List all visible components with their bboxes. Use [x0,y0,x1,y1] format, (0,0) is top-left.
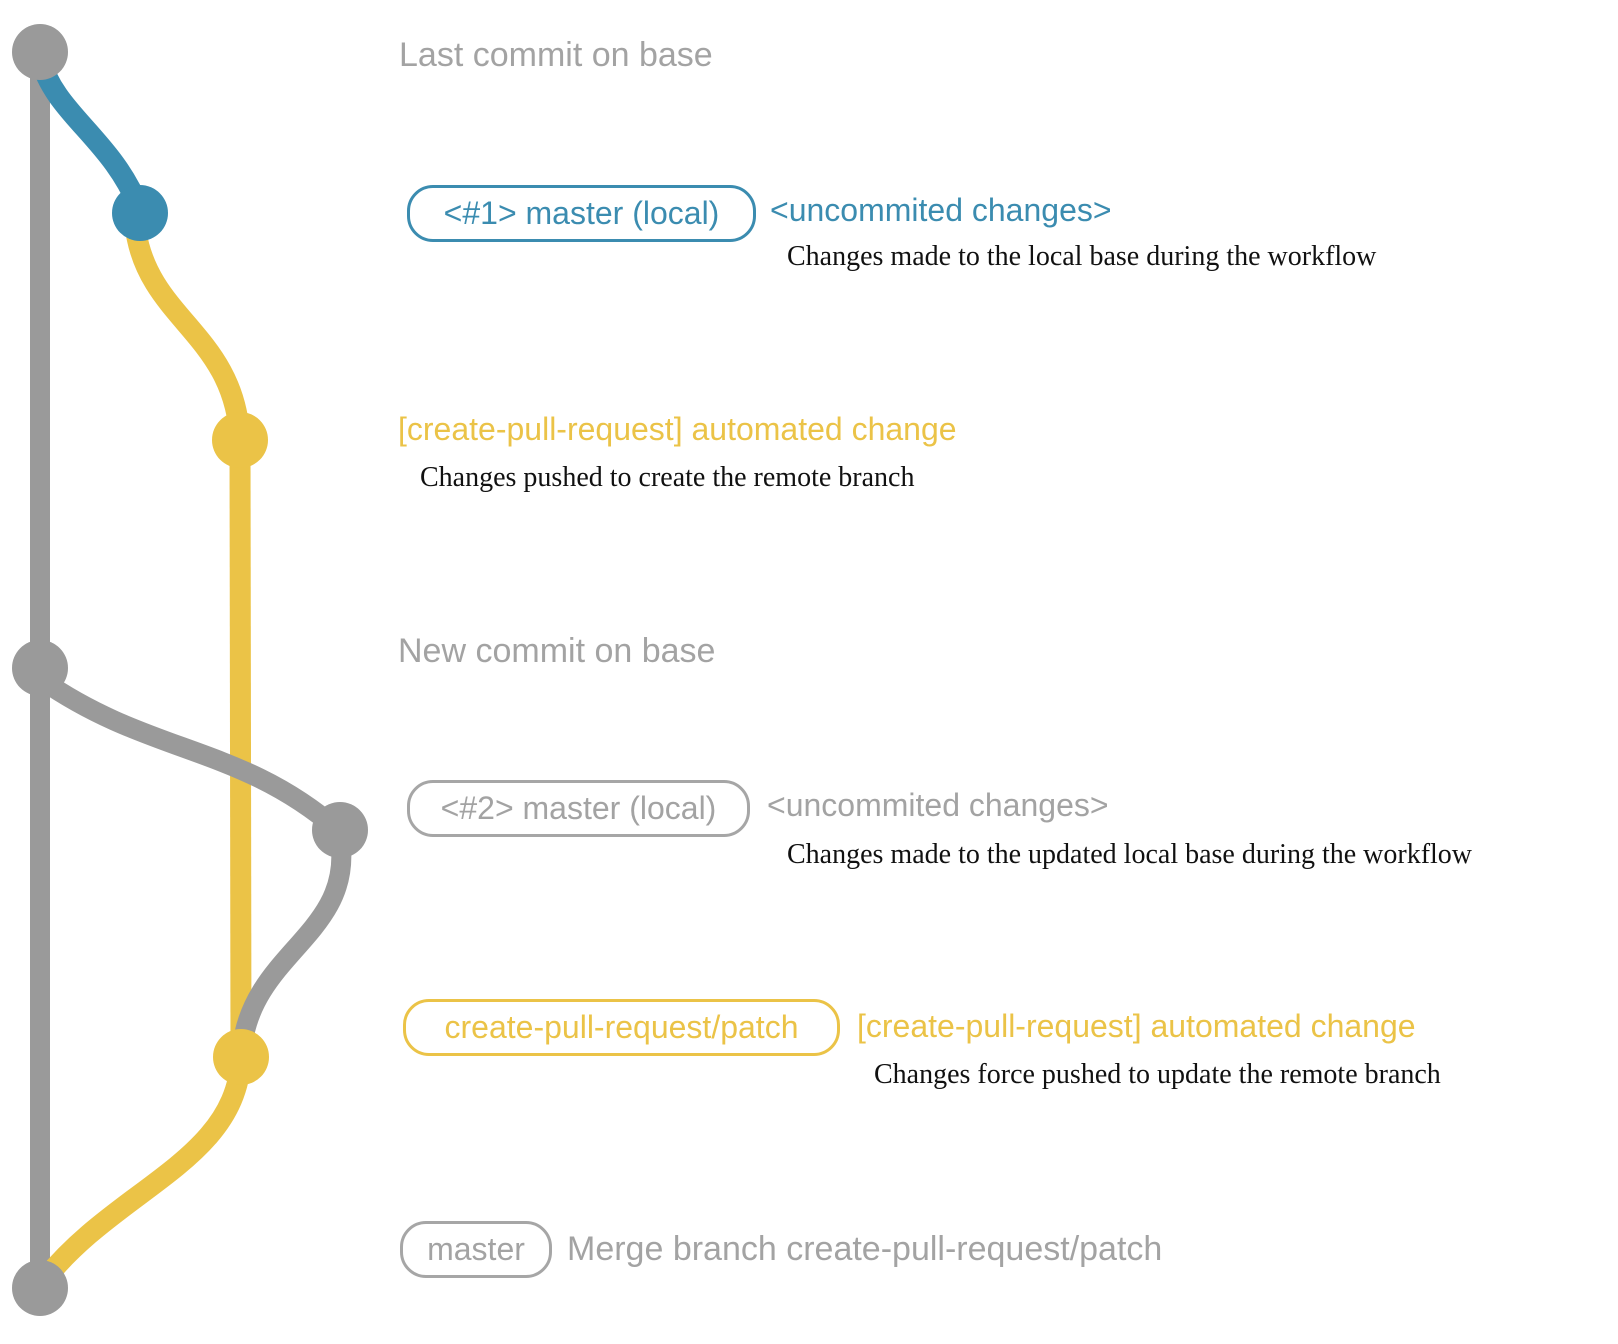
gray-rebase-curve-2 [232,838,352,1058]
desc-updated-local-base-changes: Changes made to the updated local base d… [787,839,1473,870]
commit-node-last-base [12,24,68,80]
automated-change-title-2: [create-pull-request] automated change [857,1008,1416,1044]
gray-rebase-curve-1 [32,670,348,840]
new-commit-label: New commit on base [398,632,716,670]
commit-node-remote-1 [212,412,268,468]
badge-create-pull-request-patch: create-pull-request/patch [403,999,840,1056]
yellow-branch-curve-top [125,221,251,451]
uncommitted-changes-label-1: <uncommited changes> [770,192,1112,228]
badge-master-local-2-label: <#2> master (local) [440,790,717,826]
badge-master-local-2: <#2> master (local) [407,780,750,837]
badge-master-local-1: <#1> master (local) [407,185,756,242]
yellow-branch-line [229,439,252,1058]
badge-master-label: master [427,1231,525,1267]
blue-local-branch-curve [29,47,151,221]
uncommitted-changes-label-2: <uncommited changes> [767,787,1109,823]
yellow-merge-curve [31,1046,252,1294]
automated-change-title-1: [create-pull-request] automated change [398,411,957,447]
desc-remote-branch-created: Changes pushed to create the remote bran… [420,462,915,493]
desc-local-base-changes: Changes made to the local base during th… [787,241,1377,272]
commit-node-remote-2 [213,1029,269,1085]
commit-node-new-base [12,640,68,696]
last-commit-label: Last commit on base [399,36,713,74]
badge-create-pull-request-patch-label: create-pull-request/patch [444,1009,799,1045]
commit-node-local-2 [312,802,368,858]
desc-force-pushed-changes: Changes force pushed to update the remot… [874,1059,1441,1090]
commit-node-merge [12,1260,68,1316]
badge-master: master [400,1221,552,1278]
git-graph [12,24,368,1316]
commit-node-local-1 [112,185,168,241]
badge-master-local-1-label: <#1> master (local) [443,195,720,231]
merge-branch-label: Merge branch create-pull-request/patch [567,1230,1163,1268]
